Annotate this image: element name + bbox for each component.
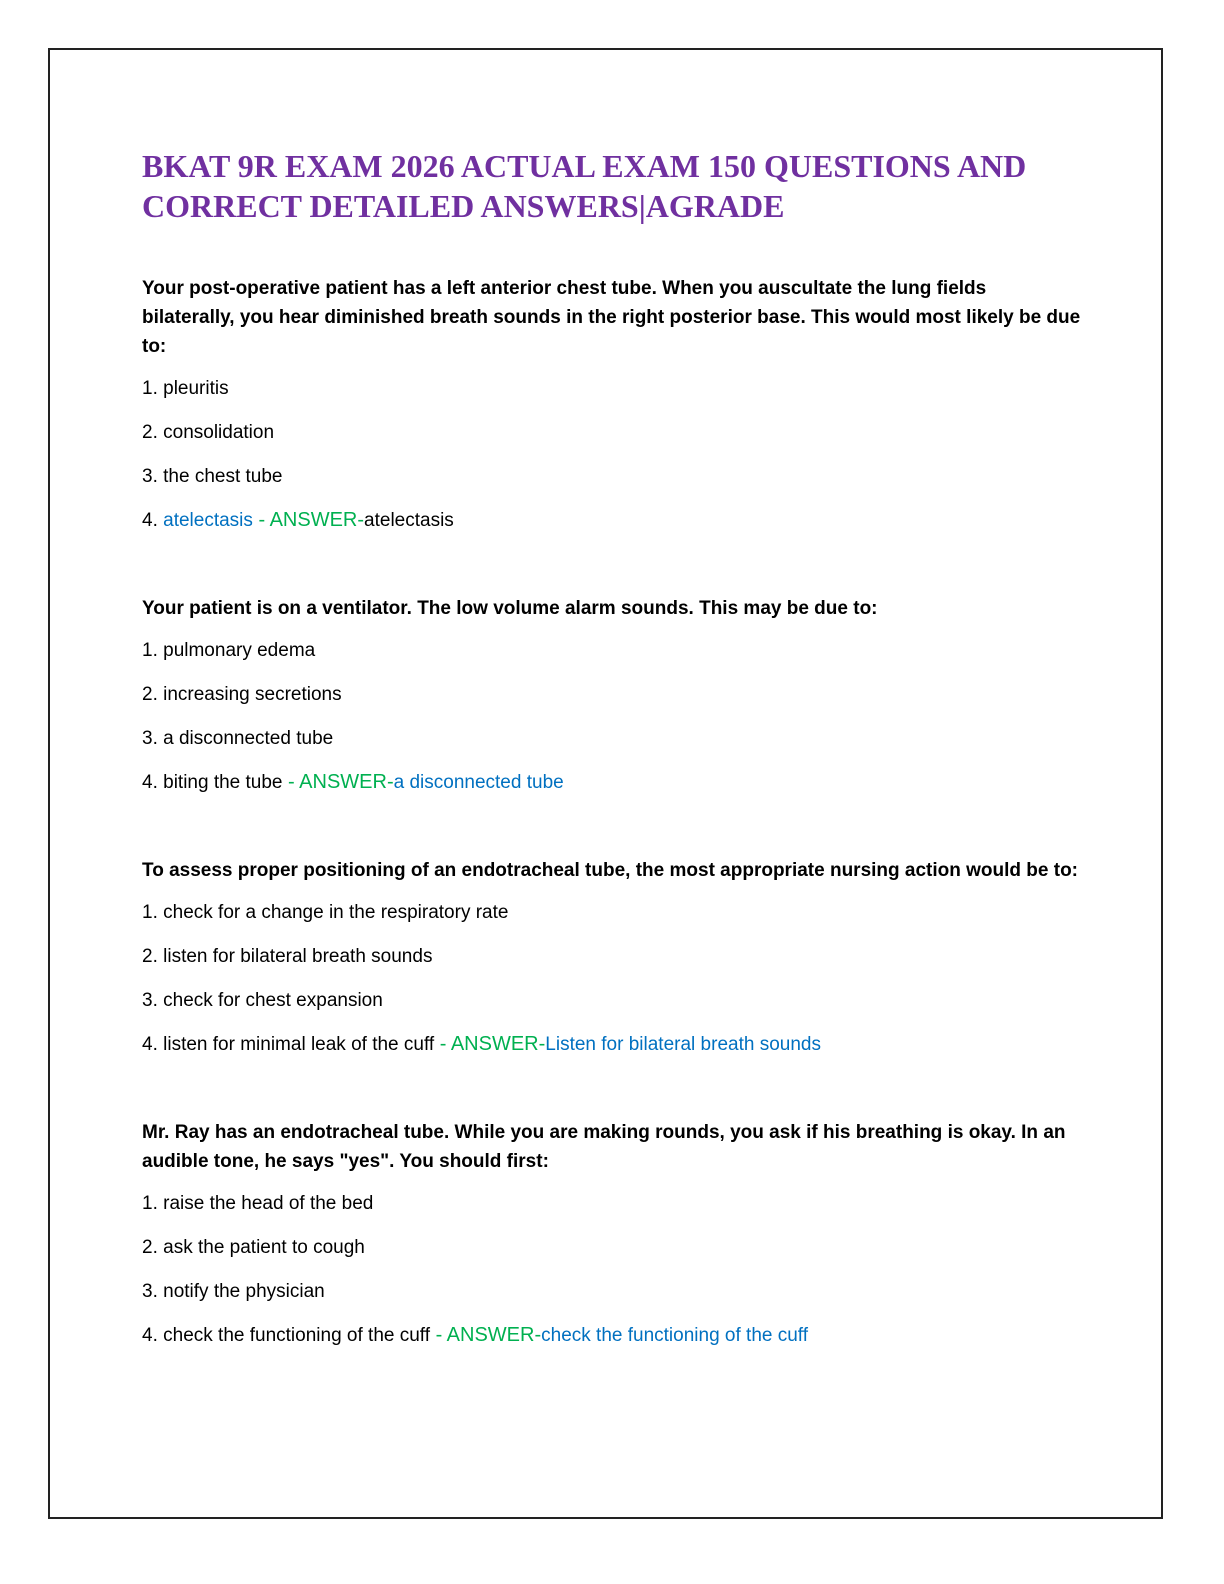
option-3: 3. notify the physician <box>142 1281 325 1302</box>
answer-text: check the functioning of the cuff <box>541 1325 809 1346</box>
question-4: Mr. Ray has an endotracheal tube. While … <box>142 1118 1082 1350</box>
option-2: 2. increasing secretions <box>142 684 342 705</box>
option-4-with-answer: 4. listen for minimal leak of the cuff -… <box>142 1030 1082 1059</box>
answer-marker: - ANSWER- <box>430 1324 542 1346</box>
option-1: 1. pulmonary edema <box>142 640 316 661</box>
page-border <box>48 48 1163 1519</box>
answer-marker: - ANSWER- <box>252 509 365 531</box>
option-4-with-answer: 4. atelectasis - ANSWER-atelectasis <box>142 506 1082 535</box>
question-text: To assess proper positioning of an endot… <box>142 860 1079 881</box>
option-1: 1. raise the head of the bed <box>142 1193 374 1214</box>
question-3: To assess proper positioning of an endot… <box>142 856 1082 1059</box>
option-3: 3. a disconnected tube <box>142 728 334 749</box>
option-text: check the functioning of the cuff <box>163 1325 431 1346</box>
question-text: Your patient is on a ventilator. The low… <box>142 598 878 619</box>
answer-marker: - ANSWER- <box>434 1033 546 1055</box>
option-prefix: 4. <box>142 1325 164 1346</box>
option-1: 1. pleuritis <box>142 378 229 399</box>
option-prefix: 4. <box>142 510 164 531</box>
document-title: BKAT 9R EXAM 2026 ACTUAL EXAM 150 QUESTI… <box>142 148 1027 224</box>
option-3: 3. the chest tube <box>142 466 283 487</box>
option-text: biting the tube <box>163 772 283 793</box>
option-text: atelectasis <box>163 510 253 531</box>
option-2: 2. listen for bilateral breath sounds <box>142 946 433 967</box>
option-1: 1. check for a change in the respiratory… <box>142 902 509 923</box>
document-body: BKAT 9R EXAM 2026 ACTUAL EXAM 150 QUESTI… <box>142 146 1082 1365</box>
question-2: Your patient is on a ventilator. The low… <box>142 594 1082 797</box>
option-text: listen for minimal leak of the cuff <box>163 1034 435 1055</box>
option-2: 2. consolidation <box>142 422 275 443</box>
option-4-with-answer: 4. check the functioning of the cuff - A… <box>142 1321 1082 1350</box>
option-4-with-answer: 4. biting the tube - ANSWER-a disconnect… <box>142 768 1082 797</box>
answer-text: atelectasis <box>364 510 454 531</box>
question-1: Your post-operative patient has a left a… <box>142 274 1082 535</box>
option-2: 2. ask the patient to cough <box>142 1237 365 1258</box>
option-prefix: 4. <box>142 1034 164 1055</box>
question-text: Your post-operative patient has a left a… <box>142 278 1081 357</box>
question-text: Mr. Ray has an endotracheal tube. While … <box>142 1122 1066 1172</box>
option-prefix: 4. <box>142 772 164 793</box>
option-3: 3. check for chest expansion <box>142 990 383 1011</box>
answer-marker: - ANSWER- <box>282 771 394 793</box>
answer-text: a disconnected tube <box>393 772 564 793</box>
answer-text: Listen for bilateral breath sounds <box>545 1034 821 1055</box>
